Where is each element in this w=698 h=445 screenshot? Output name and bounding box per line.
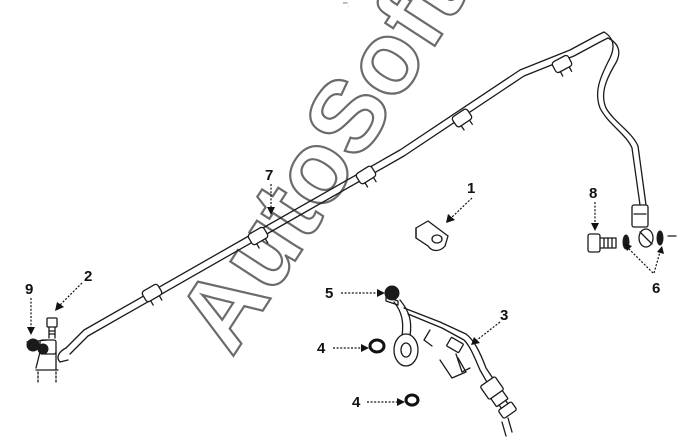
- bolt-item-2: [46, 317, 58, 339]
- callout-2: 2: [84, 268, 92, 285]
- callout-7: 7: [265, 167, 273, 184]
- o-ring-upper-item-4: [368, 338, 386, 354]
- supply-line-item-3: [393, 299, 517, 437]
- callout-5: 5: [325, 285, 333, 302]
- callout-8: 8: [589, 185, 597, 202]
- callout-9: 9: [25, 281, 33, 298]
- callout-3: 3: [500, 307, 508, 324]
- clamp-item-1: [415, 220, 449, 252]
- banjo-bolt-item-5: [384, 285, 400, 306]
- callout-4-lower: 4: [352, 394, 361, 411]
- watermark-logo: AutoSoft: [155, 0, 485, 370]
- banjo-nut-item-9: [26, 338, 49, 355]
- header-mark: ▔·: [342, 2, 350, 10]
- banjo-bolt-item-8: [587, 233, 617, 253]
- callout-4-upper: 4: [317, 340, 326, 357]
- callout-1: 1: [467, 180, 475, 197]
- o-ring-lower-item-4: [404, 393, 420, 407]
- callout-6: 6: [652, 280, 660, 297]
- leader-lines: [27, 184, 664, 406]
- rail-connector-bosses: [141, 54, 573, 306]
